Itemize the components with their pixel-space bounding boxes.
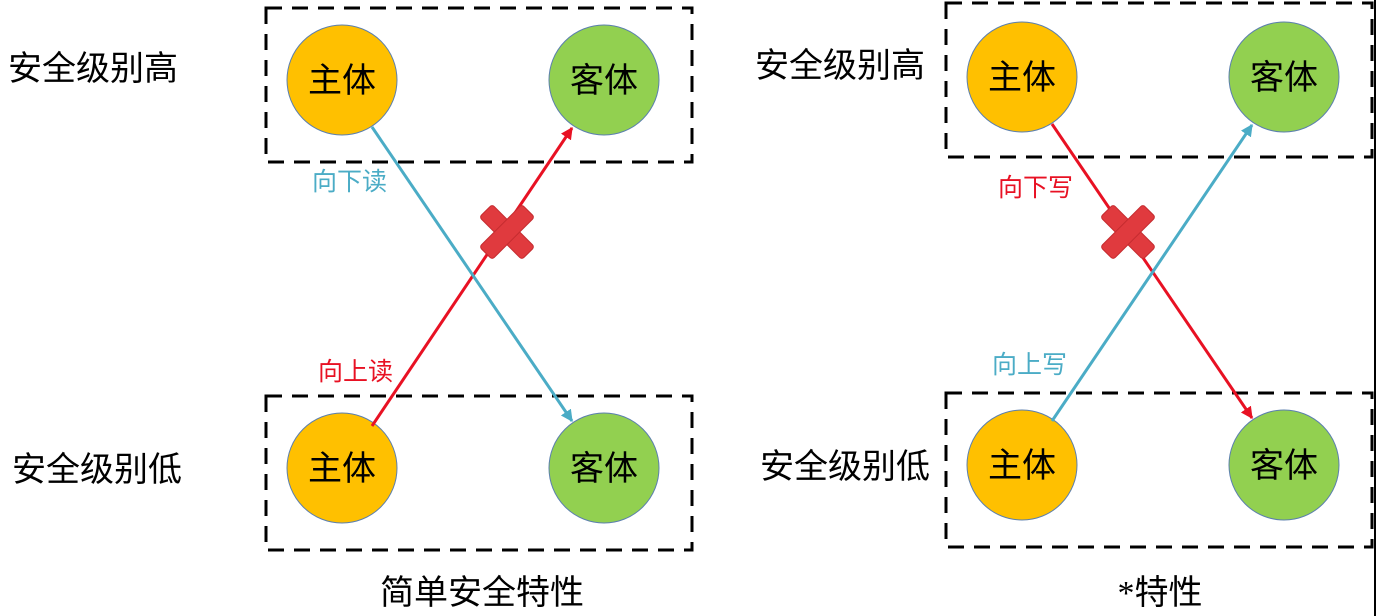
- object-node-high-right: [1228, 21, 1340, 133]
- high-level-frame-right: [944, 1, 1374, 159]
- level-high-label-right: 安全级别高: [755, 47, 925, 85]
- read-down-label: 向下读: [312, 168, 387, 196]
- write-down-label: 向下写: [998, 174, 1073, 202]
- low-level-frame-right: [944, 391, 1374, 549]
- object-node-low: [548, 412, 660, 524]
- read-down-arrow: [370, 126, 574, 422]
- subject-node-low: [286, 412, 398, 524]
- write-up-label: 向上写: [992, 351, 1067, 379]
- read-up-arrow: [370, 127, 574, 427]
- low-level-frame: [264, 394, 694, 552]
- object-label-low-right: 客体: [1250, 447, 1318, 485]
- level-low-label: 安全级别低: [12, 451, 182, 489]
- subject-label-high: 主体: [308, 63, 376, 100]
- read-up-label: 向上读: [318, 358, 393, 386]
- left-caption: 简单安全特性: [380, 574, 584, 612]
- object-node-high: [548, 24, 660, 136]
- subject-label-low-right: 主体: [988, 448, 1056, 485]
- write-up-arrow: [1050, 124, 1254, 422]
- object-label-high-right: 客体: [1250, 59, 1318, 97]
- high-level-frame: [264, 6, 694, 164]
- subject-node-low-right: [966, 409, 1078, 521]
- right-caption: *特性: [1118, 574, 1203, 612]
- cross-mark-icon: [480, 205, 534, 259]
- object-label-low: 客体: [570, 450, 638, 488]
- object-node-low-right: [1228, 409, 1340, 521]
- subject-label-low: 主体: [308, 451, 376, 488]
- star-property-diagram: 安全级别高 安全级别低 主体 客体 主体 客体 向下写 向上写 *特性: [755, 1, 1374, 612]
- level-high-label: 安全级别高: [8, 50, 178, 88]
- subject-node-high: [286, 24, 398, 136]
- object-label-high: 客体: [570, 62, 638, 100]
- level-low-label-right: 安全级别低: [760, 448, 930, 486]
- subject-label-high-right: 主体: [988, 60, 1056, 97]
- simple-security-diagram: 安全级别高 安全级别低 主体 客体 主体 客体 向下读 向上读 简单安全特性: [8, 6, 694, 612]
- cross-mark-icon: [1101, 205, 1155, 259]
- subject-node-high-right: [966, 21, 1078, 133]
